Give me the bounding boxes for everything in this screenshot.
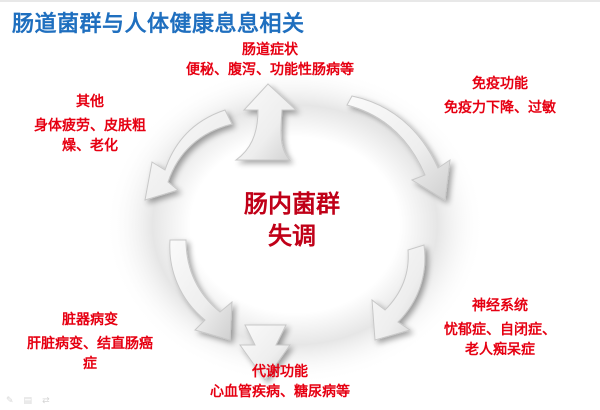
category-desc-line-1: 身体疲劳、皮肤粗 xyxy=(34,118,146,134)
slides-icon[interactable]: ▤ xyxy=(23,396,33,406)
category-metabolic: 代谢功能 心血管疾病、糖尿病等 xyxy=(190,362,370,402)
arrow-upper-right xyxy=(346,95,451,201)
arrow-upper-left xyxy=(144,109,233,201)
category-desc-line-1: 忧郁症、自闭症、 xyxy=(444,322,556,338)
arrow-lower-right xyxy=(371,244,426,341)
category-desc-line-2: 症 xyxy=(83,356,97,372)
category-organ: 脏器病变 肝脏病变、结直肠癌 症 xyxy=(0,310,180,374)
center-line-1: 肠内菌群 xyxy=(244,190,340,218)
pen-icon[interactable]: ✎ xyxy=(6,396,14,406)
slideshow-toolbar: ✎ ▤ ⇄ xyxy=(6,396,50,406)
category-other: 其他 身体疲劳、皮肤粗 燥、老化 xyxy=(10,92,170,156)
category-desc: 便秘、腹泻、功能性肠病等 xyxy=(186,62,354,78)
center-line-2: 失调 xyxy=(268,222,316,250)
category-immune: 免疫功能 免疫力下降、过敏 xyxy=(425,74,575,118)
category-head: 免疫功能 xyxy=(472,76,528,92)
category-desc: 心血管疾病、糖尿病等 xyxy=(210,384,350,400)
category-nervous: 神经系统 忧郁症、自闭症、 老人痴呆症 xyxy=(425,296,575,360)
category-head: 肠道症状 xyxy=(242,42,298,58)
category-intestinal: 肠道症状 便秘、腹泻、功能性肠病等 xyxy=(170,40,370,80)
top-border xyxy=(0,0,600,2)
category-head: 代谢功能 xyxy=(252,364,308,380)
category-desc: 免疫力下降、过敏 xyxy=(444,100,556,116)
category-desc-line-2: 燥、老化 xyxy=(62,138,118,154)
arrow-lower-left xyxy=(169,239,233,341)
category-desc-line-2: 老人痴呆症 xyxy=(465,342,535,358)
center-label: 肠内菌群 失调 xyxy=(212,188,372,252)
category-head: 脏器病变 xyxy=(62,312,118,328)
slide-title: 肠道菌群与人体健康息息相关 xyxy=(12,12,305,37)
arrow-up xyxy=(234,83,298,161)
category-head: 其他 xyxy=(76,94,104,110)
navigation-icon[interactable]: ⇄ xyxy=(42,396,50,406)
arrow-down xyxy=(239,324,291,381)
category-head: 神经系统 xyxy=(472,298,528,314)
category-desc-line-1: 肝脏病变、结直肠癌 xyxy=(27,336,153,352)
